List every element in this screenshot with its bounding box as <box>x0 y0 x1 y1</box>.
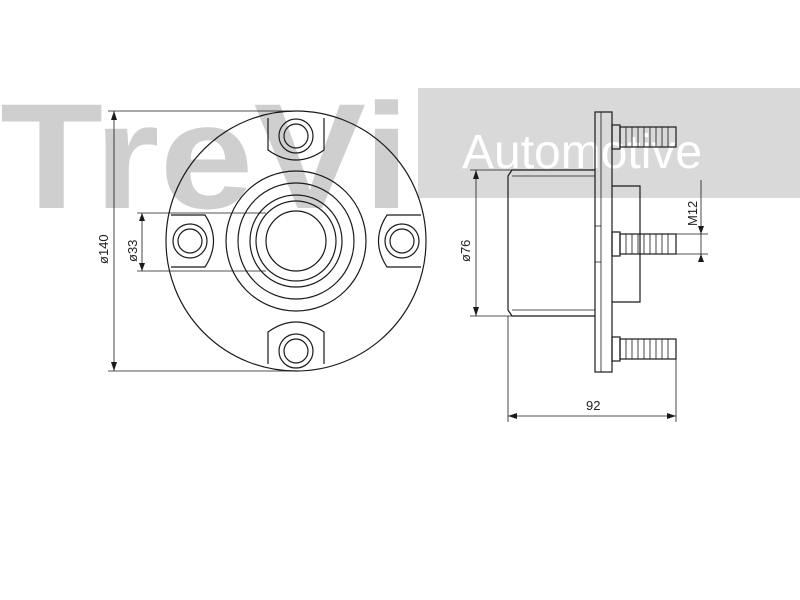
watermark-band-right <box>418 88 800 198</box>
stud-boss-right <box>377 214 421 268</box>
dim-bore: ø33 <box>125 212 266 272</box>
spigot-body <box>507 169 595 317</box>
dim-flange-label: ø140 <box>96 234 111 264</box>
front-view: ø140 ø33 <box>96 110 427 372</box>
hub-ring-4 <box>255 200 337 282</box>
stud-boss-bottom <box>267 321 325 369</box>
dim-width: 92 <box>507 316 677 422</box>
hub-ring-3 <box>249 194 343 288</box>
bore-circle <box>265 210 327 272</box>
side-view: ø76 M12 92 <box>458 111 708 422</box>
hub-ring-outer <box>225 170 367 312</box>
watermark-brand: TreVi <box>0 72 410 240</box>
dim-spigot: ø76 <box>458 169 512 317</box>
watermark: TreVi Automotive <box>0 72 800 240</box>
stud-bottom <box>611 336 677 362</box>
stud-boss-left <box>171 214 215 268</box>
stud-boss-top <box>267 118 325 161</box>
stud-middle <box>611 231 677 257</box>
dim-thread-label: M12 <box>685 201 700 226</box>
dim-bore-label: ø33 <box>125 240 140 262</box>
dim-flange: ø140 <box>96 110 296 372</box>
stud-top <box>611 124 677 150</box>
dim-spigot-label: ø76 <box>458 240 473 262</box>
dim-thread: M12 <box>676 180 708 262</box>
dim-width-label: 92 <box>586 398 600 413</box>
watermark-subtitle: Automotive <box>462 126 702 179</box>
hub-ring-2 <box>237 182 355 300</box>
hub-step <box>612 185 641 303</box>
